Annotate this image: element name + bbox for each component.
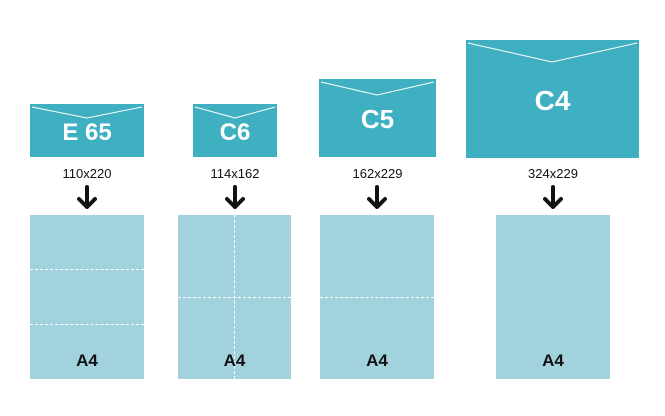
sheet-label: A4 — [366, 351, 388, 370]
envelope-label: C6 — [219, 119, 251, 146]
sheet-label: A4 — [542, 351, 564, 370]
envelope-dimensions: 114x162 — [210, 166, 260, 181]
envelope-dimensions: 162x229 — [352, 166, 403, 181]
envelope-c5: C5 — [319, 79, 436, 157]
envelope-e65: E 65 — [30, 104, 144, 157]
envelope-flap-icon — [320, 81, 435, 96]
fold-line — [320, 297, 434, 298]
a4-sheet: A4 — [178, 215, 291, 379]
a4-sheet: A4 — [320, 215, 434, 379]
envelope-dimensions: 110x220 — [62, 166, 112, 181]
envelope-flap-icon — [31, 106, 143, 119]
sheet-label: A4 — [76, 351, 98, 370]
arrow-down-icon — [77, 185, 97, 209]
envelope-label: C4 — [534, 85, 571, 116]
sheet-label: A4 — [223, 351, 246, 370]
envelope-dimensions: 324x229 — [528, 166, 578, 181]
a4-sheet: A4 — [30, 215, 144, 379]
envelope-label: E 65 — [62, 119, 112, 146]
envelope-flap-icon — [467, 42, 638, 63]
a4-sheet: A4 — [496, 215, 610, 379]
fold-line — [30, 269, 144, 270]
envelope-flap-icon — [194, 106, 276, 119]
arrow-down-icon — [367, 185, 387, 209]
arrow-down-icon — [543, 185, 563, 209]
envelope-c6: C6 — [193, 104, 277, 157]
envelope-label: C5 — [360, 104, 395, 134]
fold-line — [30, 324, 144, 325]
envelope-c4: C4 — [466, 40, 639, 158]
fold-line — [234, 215, 235, 379]
arrow-down-icon — [225, 185, 245, 209]
